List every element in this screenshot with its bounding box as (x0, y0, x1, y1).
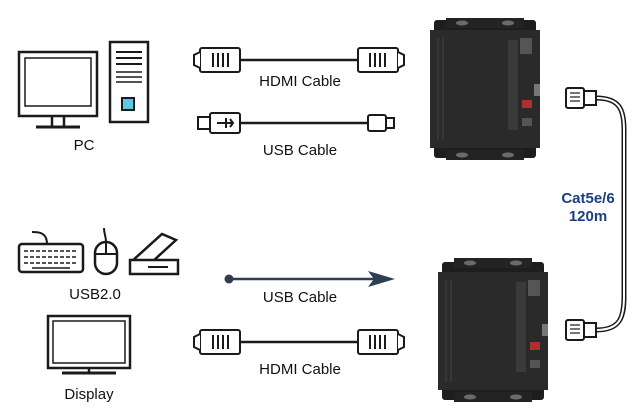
usb-cable-top (197, 112, 395, 134)
pc-tower-icon (108, 40, 150, 124)
rj45-connector-icon (565, 87, 597, 109)
mouse-icon (93, 227, 119, 276)
rj45-connector-icon (565, 319, 597, 341)
receiver-device (438, 258, 548, 402)
hdmi-cable-top (193, 47, 405, 73)
usb-cable-top-label: USB Cable (262, 142, 338, 159)
usb2-label: USB2.0 (69, 286, 121, 303)
pc-monitor-icon (17, 50, 99, 129)
display-label: Display (64, 386, 114, 403)
hdmi-connector-icon (193, 47, 241, 73)
hdmi-connector-icon (357, 47, 405, 73)
keyboard-icon (17, 231, 85, 274)
usb-connector-icon (367, 114, 395, 132)
scanner-icon (128, 232, 180, 276)
usb-cable-bottom-label: USB Cable (262, 289, 338, 306)
cat-cable-type: Cat5e/6 (561, 190, 615, 207)
cat-cable-distance: 120m (568, 208, 608, 225)
hdmi-connector-icon (193, 329, 241, 355)
hdmi-cable-bottom-label: HDMI Cable (259, 361, 341, 378)
cat-cable-label: Cat5e/6 120m (561, 190, 614, 226)
display-monitor-icon (46, 314, 132, 375)
hdmi-cable-bottom (193, 329, 405, 355)
usb-connector-icon (197, 112, 241, 134)
usb-arrow-bottom (224, 271, 395, 287)
hdmi-connector-icon (357, 329, 405, 355)
cat-cable (565, 87, 627, 341)
transmitter-device (430, 18, 540, 160)
hdmi-cable-top-label: HDMI Cable (259, 73, 341, 90)
pc-label: PC (73, 137, 95, 154)
